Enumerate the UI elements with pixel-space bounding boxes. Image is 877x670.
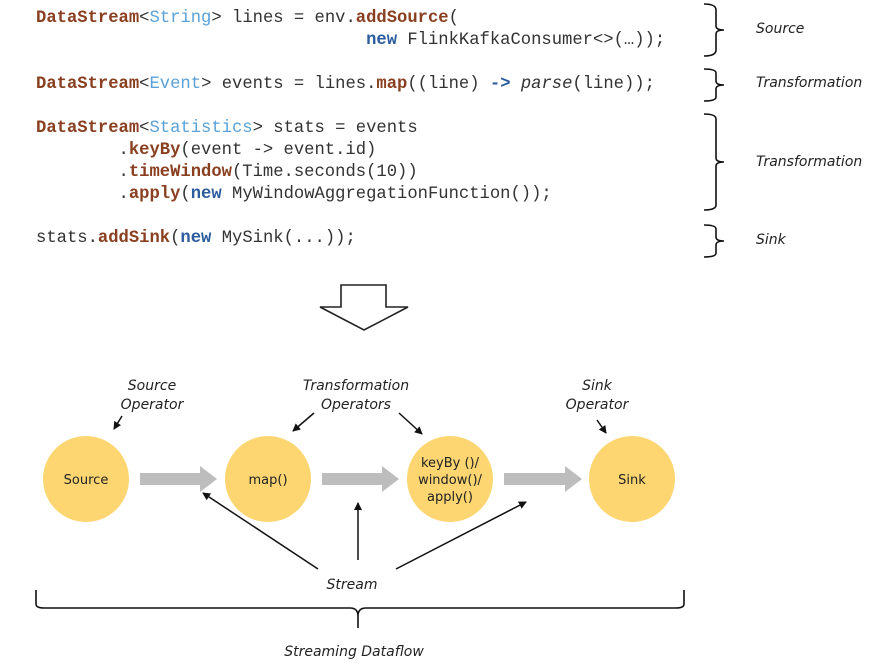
code-line: DataStream<Event> events = lines.map((li… (36, 74, 655, 96)
code-token: < (139, 119, 150, 138)
operator-node-map: map() (225, 436, 311, 522)
code-line: new FlinkKafkaConsumer<>(…)); (36, 30, 665, 52)
code-line: stats.addSink(new MySink(...)); (36, 228, 356, 250)
code-token: . (36, 163, 129, 182)
code-token: (line)); (572, 75, 655, 94)
down-arrow-icon (319, 284, 409, 331)
code-token: Event (149, 75, 202, 94)
code-token: MyWindowAggregationFunction()); (221, 185, 552, 204)
code-token: -> (489, 75, 511, 94)
code-token: DataStream (36, 9, 140, 28)
code-token: (Time.seconds(10)) (231, 163, 418, 182)
code-token: ( (180, 185, 191, 204)
operator-node-source: Source (43, 436, 129, 522)
operator-node-keyby: keyBy ()/ window()/ apply() (407, 436, 493, 522)
bracket-streaming-dataflow (35, 590, 685, 628)
flow-arrow-source-to-map (140, 466, 217, 492)
code-token: DataStream (36, 75, 140, 94)
pointer-source-operator (113, 415, 123, 430)
code-token: keyBy (128, 141, 181, 160)
bracket-label-sink: Sink (756, 232, 786, 248)
operator-circle (43, 436, 129, 522)
operator-circle (589, 436, 675, 522)
code-token: new (190, 185, 222, 204)
code-token: . (36, 185, 129, 204)
code-token: < (139, 9, 150, 28)
code-token: > stats = events (252, 119, 418, 138)
code-line: DataStream<Statistics> stats = events (36, 118, 418, 140)
code-token: DataStream (36, 119, 140, 138)
pointer-sink-operator (596, 419, 607, 434)
bracket-label-source: Source (756, 21, 805, 37)
annotation-transformation-operators: Transformation (303, 378, 409, 394)
bracket-sink (703, 224, 725, 258)
operator-circle (407, 436, 493, 522)
bracket-source (703, 3, 725, 57)
annotation-stream: Stream (327, 577, 378, 593)
bracket-transformation-window (703, 113, 725, 211)
code-token: ( (448, 9, 459, 28)
code-token: apply (128, 185, 181, 204)
code-token: < (139, 75, 150, 94)
code-token: > events = lines. (201, 75, 377, 94)
code-line: .timeWindow(Time.seconds(10)) (36, 162, 418, 184)
code-token: new (180, 229, 212, 248)
code-token: FlinkKafkaConsumer<>(…)); (397, 31, 666, 50)
code-token: map (376, 75, 408, 94)
code-token: parse (520, 75, 573, 94)
pointer-map-operator (292, 412, 315, 432)
bracket-label-transformation-window: Transformation (756, 154, 863, 170)
flow-arrow-map-to-keyby (322, 466, 399, 492)
code-token: . (36, 141, 129, 160)
code-token: timeWindow (128, 163, 232, 182)
code-token: MySink(...)); (211, 229, 356, 248)
operator-circle (225, 436, 311, 522)
code-token: String (149, 9, 212, 28)
operator-label: Source (64, 473, 109, 488)
annotation-source-operator: Operator (121, 397, 185, 413)
stream-arrow-3 (395, 501, 527, 570)
annotation-streaming-dataflow: Streaming Dataflow (284, 644, 424, 660)
code-line: DataStream<String> lines = env.addSource… (36, 8, 459, 30)
code-line: .keyBy(event -> event.id) (36, 140, 377, 162)
code-token: Statistics (149, 119, 253, 138)
annotation-source-operator: Source (128, 378, 176, 394)
operator-label: map() (248, 473, 287, 488)
code-token: ( (170, 229, 181, 248)
code-line: .apply(new MyWindowAggregationFunction()… (36, 184, 552, 206)
code-token: (event -> event.id) (180, 141, 377, 160)
bracket-transformation-map (703, 68, 725, 102)
code-token: stats. (36, 229, 98, 248)
operator-label: Sink (618, 473, 646, 488)
annotation-sink-operator: Sink (582, 378, 613, 394)
annotation-sink-operator: Operator (566, 397, 630, 413)
operator-label: window()/ (418, 473, 482, 488)
operator-label: apply() (427, 490, 473, 505)
operator-node-sink: Sink (589, 436, 675, 522)
bracket-label-transformation-map: Transformation (756, 75, 863, 91)
code-token: > lines = env. (211, 9, 356, 28)
annotation-transformation-operators: Operators (321, 397, 391, 413)
stream-arrow-1 (202, 492, 319, 570)
code-token: addSource (355, 9, 449, 28)
operator-label: keyBy ()/ (421, 456, 480, 471)
code-token: new (366, 31, 398, 50)
code-token: addSink (97, 229, 171, 248)
code-token: ((line) (407, 75, 490, 94)
flow-arrow-keyby-to-sink (504, 466, 582, 492)
pointer-keyby-operator (398, 412, 423, 435)
